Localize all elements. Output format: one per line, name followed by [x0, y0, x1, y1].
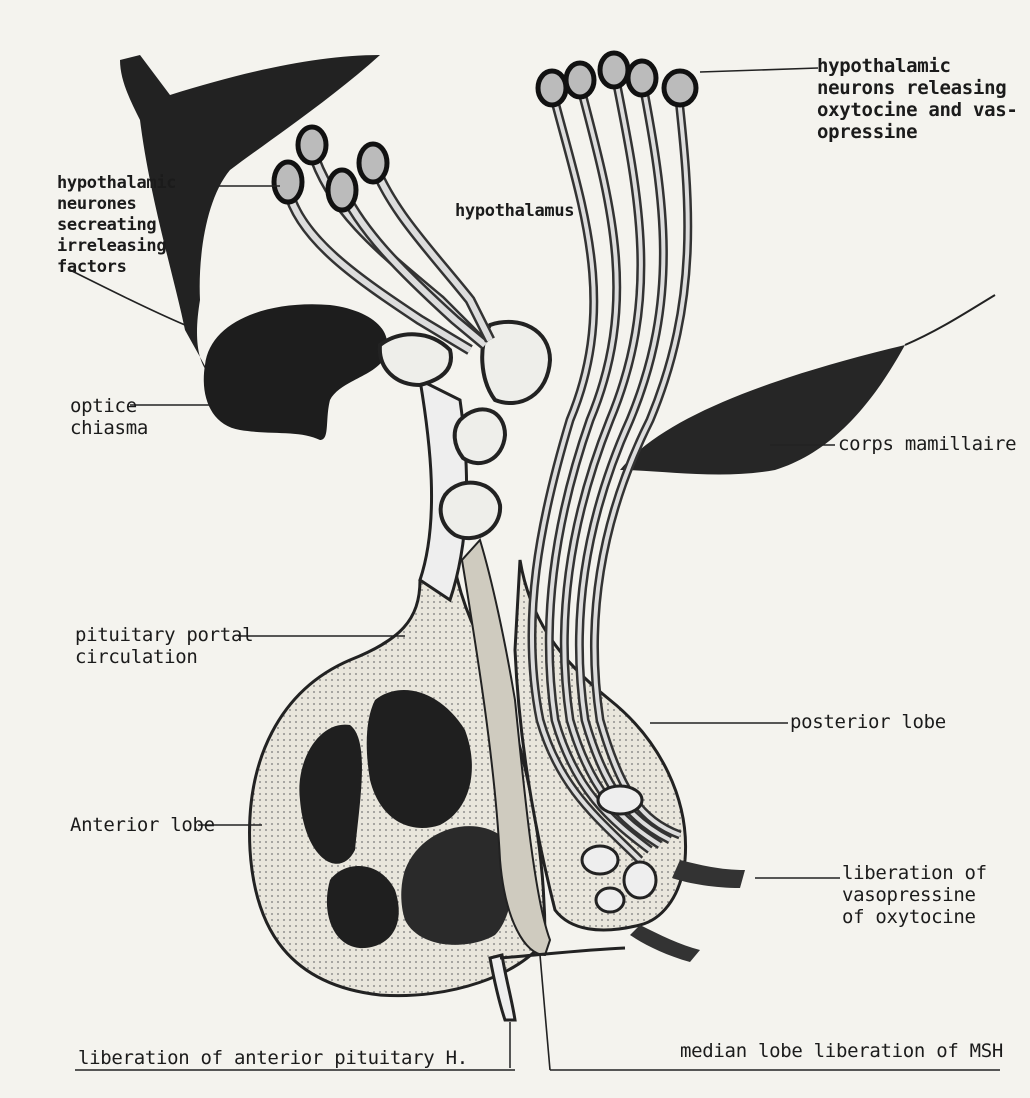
label-pituitary-portal-circulation: pituitary portal circulation	[75, 624, 253, 668]
label-hypothalamic-neurones-secreting: hypothalamic neurones secreating irrelea…	[57, 173, 176, 278]
label-hypothalamus: hypothalamus	[455, 200, 574, 222]
label-corps-mamillaire: corps mamillaire	[838, 433, 1016, 455]
label-posterior-lobe: posterior lobe	[790, 711, 946, 733]
vasopressin-outflow	[672, 860, 745, 888]
label-hypothalamic-neurons-releasing: hypothalamic neurons releasing oxytocine…	[817, 55, 1018, 143]
label-liberation-anterior: liberation of anterior pituitary H.	[78, 1047, 468, 1069]
releasing-factor-cell-bodies	[274, 127, 387, 210]
oxytocin-outflow	[630, 925, 700, 962]
label-optice-chiasma: optice chiasma	[70, 395, 148, 439]
label-median-lobe: median lobe liberation of MSH	[680, 1040, 1003, 1062]
corps-mamillaire	[620, 345, 905, 474]
label-liberation-vasopressine: liberation of vasopressine of oxytocine	[842, 862, 987, 928]
label-anterior-lobe: Anterior lobe	[70, 814, 215, 836]
optic-chiasma	[204, 304, 387, 440]
portal-loops	[380, 322, 550, 538]
